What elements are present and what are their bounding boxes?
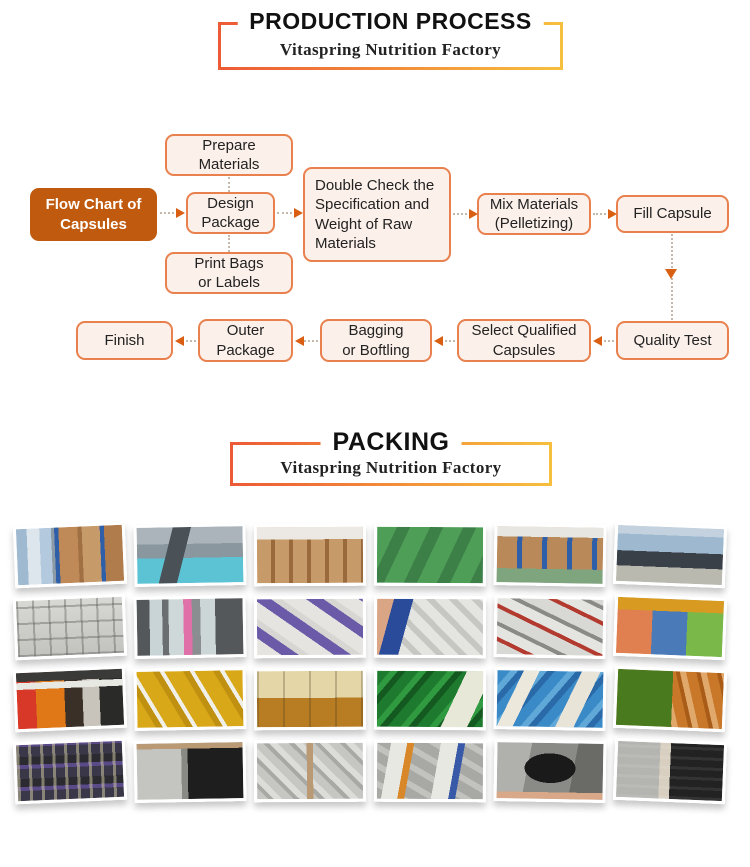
flowchart-node-select: Select Qualified Capsules — [457, 319, 591, 362]
production-process-header-frame: PRODUCTION PROCESS Vitaspring Nutrition … — [218, 8, 563, 70]
photo-hand-holding-blue-bottle — [373, 595, 487, 659]
connector-mix-fill — [593, 213, 610, 215]
connector-design-double — [277, 212, 296, 214]
production-process-title: PRODUCTION PROCESS — [237, 8, 544, 35]
photo-workshop-conveyor-machine — [133, 523, 247, 587]
photo-white-and-black-bottles-cartons — [133, 739, 247, 803]
packing-header-frame: PACKING Vitaspring Nutrition Factory — [230, 428, 552, 486]
photo-silver-bottles-cartons — [253, 739, 367, 803]
arrow-left-icon — [434, 336, 443, 346]
arrow-right-icon — [608, 209, 617, 219]
photo-factory-building-and-drum-racks — [12, 521, 128, 589]
arrow-left-icon — [175, 336, 184, 346]
connector-bagging-outer — [299, 340, 318, 342]
packing-subtitle: Vitaspring Nutrition Factory — [280, 458, 502, 477]
connector-design-print — [228, 235, 230, 252]
connector-outer-finish — [179, 340, 196, 342]
photo-grid — [12, 521, 736, 812]
connector-start-design — [160, 212, 178, 214]
photo-factory-gate-exterior — [612, 521, 728, 589]
flowchart-node-start: Flow Chart of Capsules — [30, 188, 157, 241]
photo-fiber-drum-warehouse — [253, 523, 367, 587]
flowchart-node-prepare: Prepare Materials — [165, 134, 293, 176]
photo-two-label-bottles-held — [373, 739, 487, 803]
photo-green-panel-amber-bottles — [612, 665, 728, 733]
arrow-down-icon — [665, 269, 677, 279]
photo-hand-holding-black-bottle — [493, 739, 607, 803]
arrow-right-icon — [294, 208, 303, 218]
photo-green-tarp-pallets — [373, 523, 487, 587]
arrow-right-icon — [469, 209, 478, 219]
photo-blue-capsules-desiccant — [493, 667, 607, 731]
connector-double-mix — [453, 213, 471, 215]
flowchart-node-print: Print Bags or Labels — [165, 252, 293, 294]
packing-title: PACKING — [320, 428, 462, 457]
photo-gold-cap-capsule-jars — [612, 593, 728, 661]
photo-white-black-bottle-boxes — [612, 737, 728, 805]
flowchart-node-double-check: Double Check the Specification and Weigh… — [303, 167, 451, 262]
flowchart-node-mix: Mix Materials (Pelletizing) — [477, 193, 591, 235]
photo-row — [12, 665, 736, 733]
arrow-left-icon — [593, 336, 602, 346]
photo-red-label-bottles-pile — [493, 595, 607, 659]
flowchart-node-outer: Outer Package — [198, 319, 293, 362]
flowchart-node-bagging: Bagging or Boftling — [320, 319, 432, 362]
arrow-left-icon — [295, 336, 304, 346]
photo-row — [12, 521, 736, 589]
arrow-right-icon — [176, 208, 185, 218]
flowchart-node-finish: Finish — [76, 321, 173, 360]
photo-yellow-gummy-bottles-box — [133, 667, 247, 731]
connector-select-bagging — [438, 340, 455, 342]
photo-green-capsules-desiccant — [373, 667, 487, 731]
flowchart-node-fill: Fill Capsule — [616, 195, 729, 233]
connector-quality-select — [597, 340, 614, 342]
photo-softgel-cups-top-view — [253, 667, 367, 731]
flowchart-node-quality: Quality Test — [616, 321, 729, 360]
photo-white-capsule-bottles — [12, 593, 128, 661]
flowchart-node-design: Design Package — [186, 192, 275, 234]
photo-gummy-bottles-shelf — [12, 665, 128, 733]
connector-prepare-design — [228, 177, 230, 192]
photo-row — [12, 737, 736, 805]
photo-dark-bottles-purple-labels-cartons — [12, 737, 128, 805]
production-process-subtitle: Vitaspring Nutrition Factory — [279, 40, 502, 59]
photo-row — [12, 593, 736, 661]
photo-clear-bottles-pink-capsules — [133, 595, 247, 659]
photo-purple-label-bottles-pile — [253, 595, 367, 659]
photo-carton-storage-racks — [493, 523, 607, 587]
